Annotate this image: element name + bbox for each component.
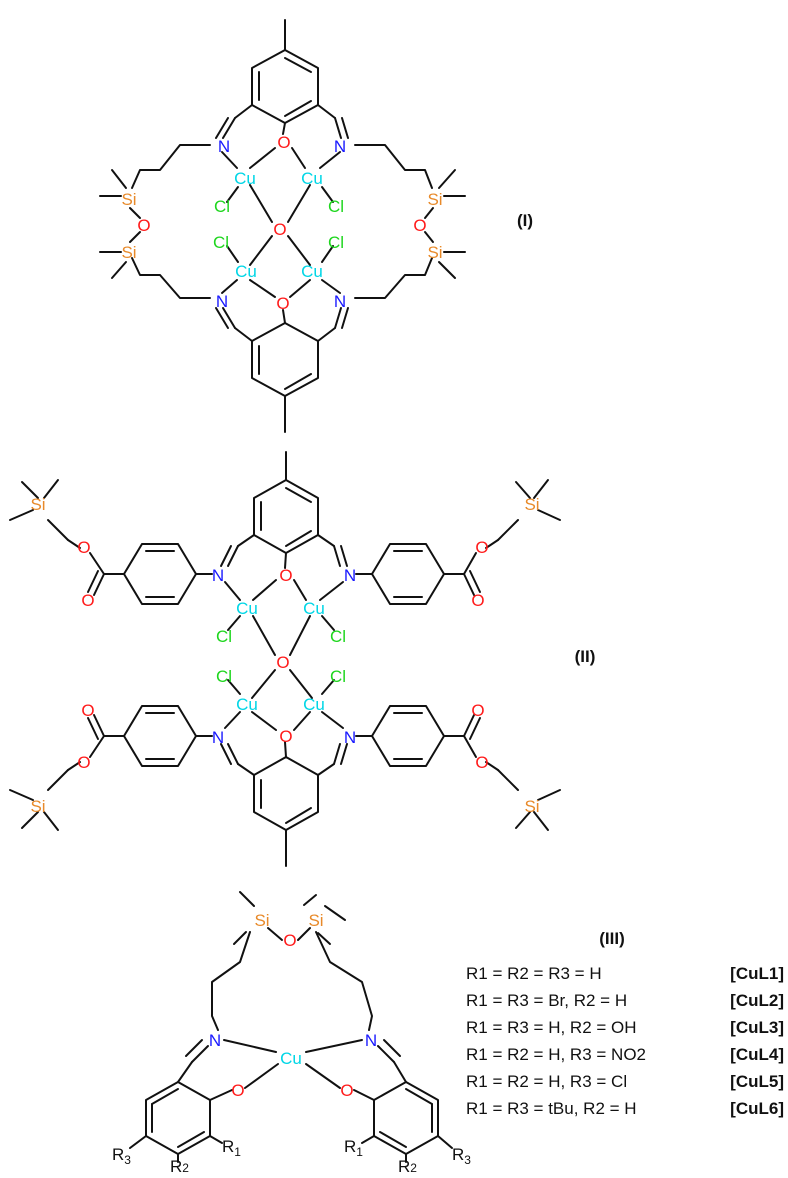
complex-label: [CuL2] [730, 991, 784, 1010]
oxygen-atom: O [77, 753, 90, 772]
oxygen-atom: O [273, 220, 286, 239]
benzene-ring-ii-aryl [371, 705, 445, 767]
benzene-ring-iii-right [373, 1081, 439, 1155]
substituent-table: R1 = R2 = R3 = H [CuL1] R1 = R3 = Br, R2… [466, 960, 784, 1122]
complex-label: [CuL4] [730, 1045, 784, 1064]
silicon-atom: Si [30, 797, 45, 816]
chlorine-atom: Cl [213, 233, 229, 252]
nitrogen-atom: N [218, 137, 230, 156]
table-row: R1 = R2 = H, R3 = Cl [CuL5] [466, 1068, 784, 1095]
oxygen-atom: O [413, 216, 426, 235]
oxygen-atom: O [137, 216, 150, 235]
benzene-ring-ii-top [253, 479, 319, 554]
substituent-r2-right: R2 [398, 1157, 417, 1173]
silicon-atom: Si [254, 911, 269, 930]
oxygen-atom: O [77, 538, 90, 557]
oxygen-atom: O [276, 294, 289, 313]
complex-label: [CuL5] [730, 1072, 784, 1091]
copper-atom: Cu [301, 169, 323, 188]
oxygen-atom: O [81, 701, 94, 720]
substituent-condition: R1 = R2 = H, R3 = Cl [466, 1072, 628, 1091]
oxygen-atom: O [279, 727, 292, 746]
substituent-r3-left: R3 [112, 1145, 131, 1167]
compound-i: N N O Cu Cu Cl Cl O Cl Cl Cu Cu O N N Si… [99, 19, 533, 433]
oxygen-atom: O [471, 701, 484, 720]
oxygen-atom: O [283, 931, 296, 950]
substituent-condition: R1 = R3 = H, R2 = OH [466, 1018, 637, 1037]
benzene-ring-iii-left [145, 1081, 211, 1155]
silicon-atom: Si [308, 911, 323, 930]
nitrogen-atom: N [212, 728, 224, 747]
silicon-atom: Si [427, 190, 442, 209]
oxygen-atom: O [81, 591, 94, 610]
silicon-atom: Si [30, 495, 45, 514]
copper-atom: Cu [235, 262, 257, 281]
nitrogen-atom: N [344, 566, 356, 585]
oxygen-atom: O [475, 753, 488, 772]
table-row: R1 = R3 = Br, R2 = H [CuL2] [466, 987, 784, 1014]
table-row: R1 = R2 = H, R3 = NO2 [CuL4] [466, 1041, 784, 1068]
benzene-ring-ii-aryl [123, 705, 197, 767]
complex-label: [CuL6] [730, 1099, 784, 1118]
substituent-condition: R1 = R2 = H, R3 = NO2 [466, 1045, 646, 1064]
substituent-r3-right: R3 [452, 1145, 471, 1167]
table-row: R1 = R2 = R3 = H [CuL1] [466, 960, 784, 987]
nitrogen-atom: N [209, 1031, 221, 1050]
compound-ii: Si O O Si O O N N O Cu Cu Cl Cl O Cl Cl … [9, 451, 596, 867]
copper-atom: Cu [280, 1049, 302, 1068]
chlorine-atom: Cl [330, 667, 346, 686]
oxygen-atom: O [471, 591, 484, 610]
copper-atom: Cu [303, 599, 325, 618]
compound-label-ii: (II) [575, 647, 596, 666]
copper-atom: Cu [234, 169, 256, 188]
copper-atom: Cu [303, 695, 325, 714]
copper-atom: Cu [236, 599, 258, 618]
oxygen-atom: O [475, 538, 488, 557]
benzene-ring-i-bottom [251, 322, 319, 397]
nitrogen-atom: N [216, 292, 228, 311]
copper-atom: Cu [236, 695, 258, 714]
substituent-r1-left: R1 [222, 1137, 241, 1159]
compound-label-iii: (III) [599, 929, 625, 948]
oxygen-atom: O [231, 1081, 244, 1100]
silicon-atom: Si [121, 243, 136, 262]
silicon-atom: Si [427, 243, 442, 262]
complex-label: [CuL1] [730, 964, 784, 983]
silicon-atom: Si [121, 190, 136, 209]
substituent-condition: R1 = R3 = tBu, R2 = H [466, 1099, 637, 1118]
silicon-atom: Si [524, 495, 539, 514]
oxygen-atom: O [279, 566, 292, 585]
chlorine-atom: Cl [214, 197, 230, 216]
chlorine-atom: Cl [216, 627, 232, 646]
chlorine-atom: Cl [328, 197, 344, 216]
benzene-ring-i-top [251, 49, 319, 124]
copper-atom: Cu [301, 262, 323, 281]
chlorine-atom: Cl [328, 233, 344, 252]
chlorine-atom: Cl [216, 667, 232, 686]
substituent-condition: R1 = R2 = R3 = H [466, 964, 602, 983]
chlorine-atom: Cl [330, 627, 346, 646]
nitrogen-atom: N [334, 137, 346, 156]
table-row: R1 = R3 = H, R2 = OH [CuL3] [466, 1014, 784, 1041]
nitrogen-atom: N [334, 292, 346, 311]
benzene-ring-ii-bottom [253, 756, 319, 831]
nitrogen-atom: N [212, 566, 224, 585]
substituent-r2-left: R2 [170, 1157, 189, 1173]
benzene-ring-ii-aryl [123, 543, 197, 605]
complex-label: [CuL3] [730, 1018, 784, 1037]
nitrogen-atom: N [365, 1031, 377, 1050]
oxygen-atom: O [340, 1081, 353, 1100]
substituent-r1-right: R1 [344, 1137, 363, 1159]
oxygen-atom: O [276, 653, 289, 672]
substituent-condition: R1 = R3 = Br, R2 = H [466, 991, 628, 1010]
table-row: R1 = R3 = tBu, R2 = H [CuL6] [466, 1095, 784, 1122]
silicon-atom: Si [524, 797, 539, 816]
benzene-ring-ii-aryl [371, 543, 445, 605]
oxygen-atom: O [277, 133, 290, 152]
compound-iii: Si O Si N N Cu O O R3 R1 R2 R1 R3 R2 (II… [112, 891, 625, 1176]
nitrogen-atom: N [344, 728, 356, 747]
compound-label-i: (I) [517, 211, 533, 230]
